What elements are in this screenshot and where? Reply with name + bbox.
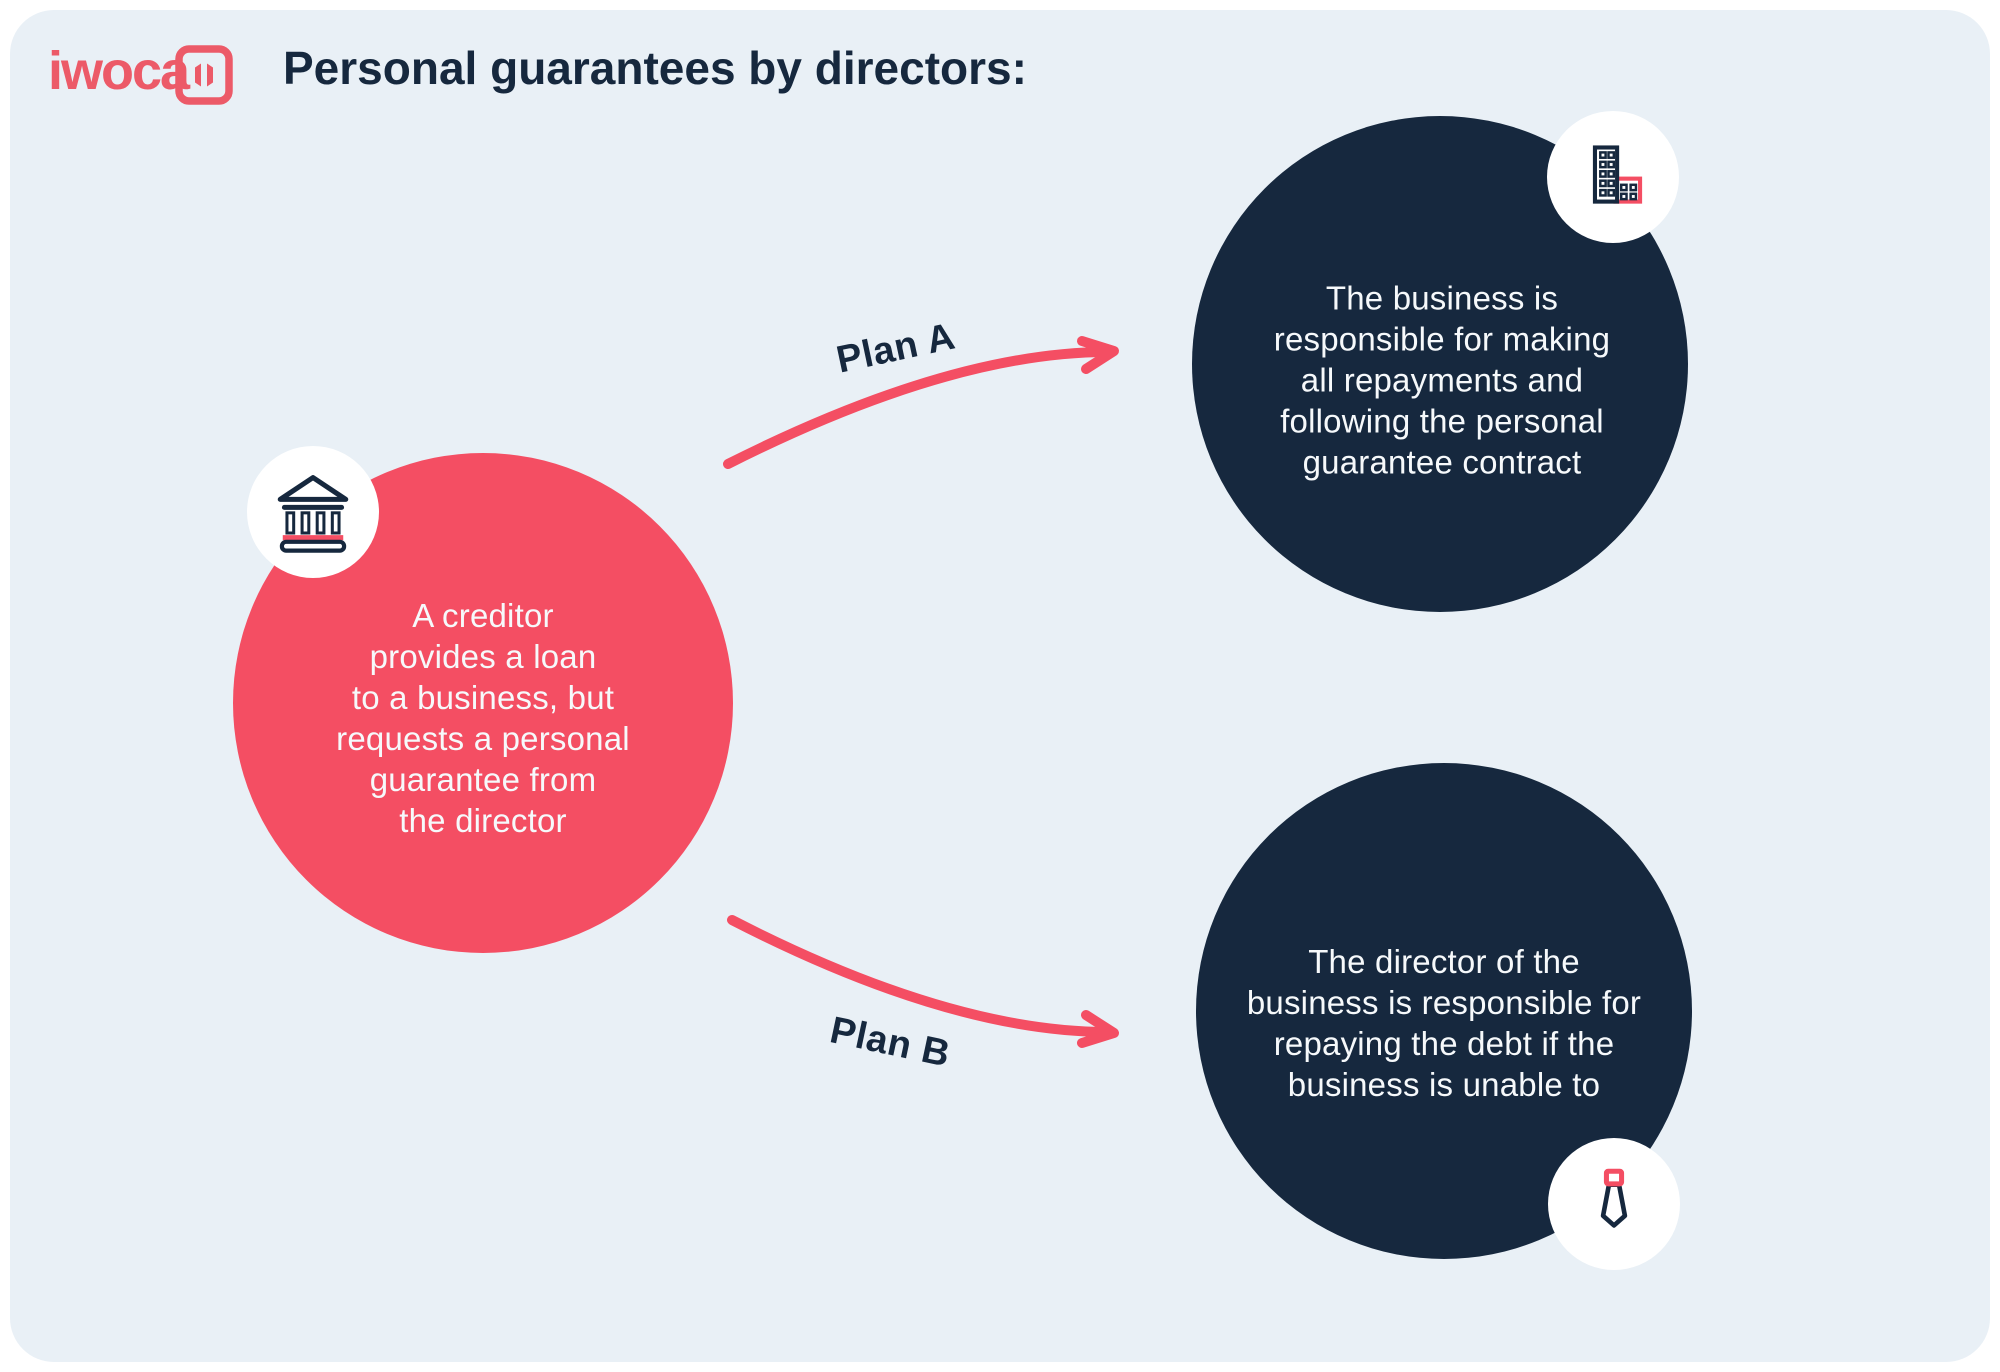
director-circle: The director of the business is responsi… <box>1196 763 1692 1259</box>
tie-icon <box>1600 1168 1628 1228</box>
iwoca-pause-icon <box>175 45 233 105</box>
tie-icon-badge <box>1548 1138 1680 1270</box>
plan-b-arrow <box>727 915 1119 1048</box>
page-title: Personal guarantees by directors: <box>283 42 1027 94</box>
plan-a-label: Plan A <box>832 315 959 382</box>
business-text: The business is responsible for making a… <box>1273 279 1611 481</box>
bank-icon <box>277 475 349 553</box>
director-text: The director of the business is responsi… <box>1246 943 1642 1103</box>
iwoca-wordmark: iwoca <box>48 41 190 101</box>
plan-b-label: Plan B <box>826 1009 954 1076</box>
office-buildings-icon <box>1592 145 1643 204</box>
creditor-text: A creditor provides a loan to a business… <box>336 597 630 839</box>
background-panel: iwoca Personal guarantees by directors: … <box>10 10 1990 1362</box>
pause-icon-graphic <box>175 45 233 105</box>
bank-icon-badge <box>247 446 379 578</box>
buildings-icon-badge <box>1547 111 1679 243</box>
